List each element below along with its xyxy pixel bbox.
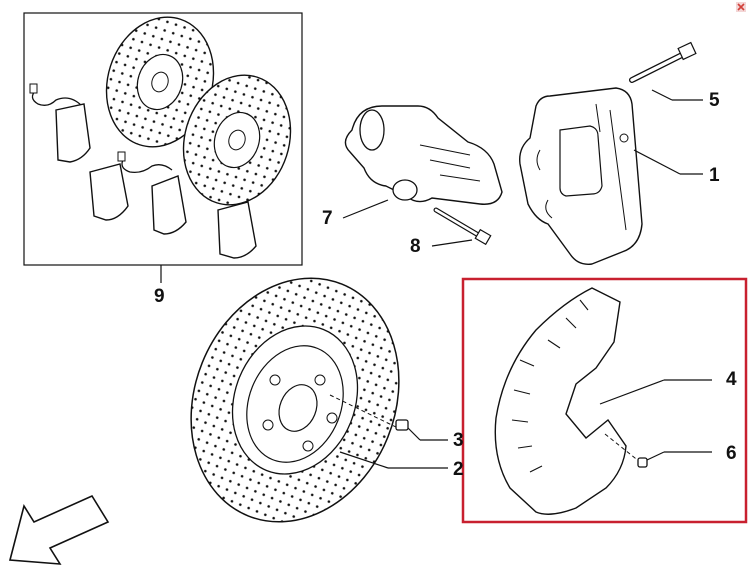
leader-1 bbox=[633, 149, 681, 175]
caliper-bracket[interactable] bbox=[342, 105, 503, 219]
brake-pad-4 bbox=[217, 201, 257, 259]
kit-frame bbox=[23, 12, 303, 266]
wear-sensor-plug-2 bbox=[117, 151, 126, 162]
brake-pad-1 bbox=[55, 103, 91, 163]
leader-2 bbox=[339, 451, 389, 469]
callout-5[interactable]: 5 bbox=[709, 90, 720, 111]
brake-dust-shield[interactable] bbox=[494, 287, 712, 515]
kit-disc-right bbox=[182, 74, 292, 206]
callout-4[interactable]: 4 bbox=[726, 369, 737, 390]
highlight-frame bbox=[461, 277, 748, 524]
leader-4 bbox=[599, 379, 665, 405]
close-icon[interactable] bbox=[736, 2, 746, 12]
disc-screw[interactable] bbox=[395, 419, 448, 441]
callout-6[interactable]: 6 bbox=[726, 443, 737, 464]
leader-3 bbox=[407, 427, 421, 441]
leader-6 bbox=[646, 451, 665, 461]
screw-axis bbox=[329, 394, 399, 429]
brake-pad-3 bbox=[151, 175, 187, 235]
wear-sensor-wire-1 bbox=[31, 89, 83, 107]
kit-disc-left bbox=[105, 16, 215, 148]
callout-2[interactable]: 2 bbox=[453, 459, 464, 480]
leader-7 bbox=[342, 199, 389, 219]
callout-3[interactable]: 3 bbox=[453, 430, 464, 451]
leader-5 bbox=[651, 89, 673, 101]
shield-screw[interactable] bbox=[604, 433, 712, 468]
callout-7[interactable]: 7 bbox=[322, 208, 333, 229]
callout-9[interactable]: 9 bbox=[154, 286, 165, 307]
direction-arrow-icon bbox=[8, 494, 110, 565]
callout-1[interactable]: 1 bbox=[709, 165, 720, 186]
brake-disc[interactable] bbox=[155, 247, 448, 554]
caliper-guide-bolt[interactable] bbox=[629, 41, 703, 101]
leader-8 bbox=[431, 239, 473, 247]
brake-pad-2 bbox=[89, 163, 129, 221]
brake-caliper[interactable] bbox=[519, 87, 703, 265]
wear-sensor-plug-1 bbox=[29, 83, 38, 94]
pad-kit-group[interactable] bbox=[23, 3, 307, 283]
bracket-bolt[interactable] bbox=[431, 207, 492, 247]
callout-8[interactable]: 8 bbox=[410, 236, 421, 257]
wear-sensor-wire-2 bbox=[121, 157, 173, 174]
